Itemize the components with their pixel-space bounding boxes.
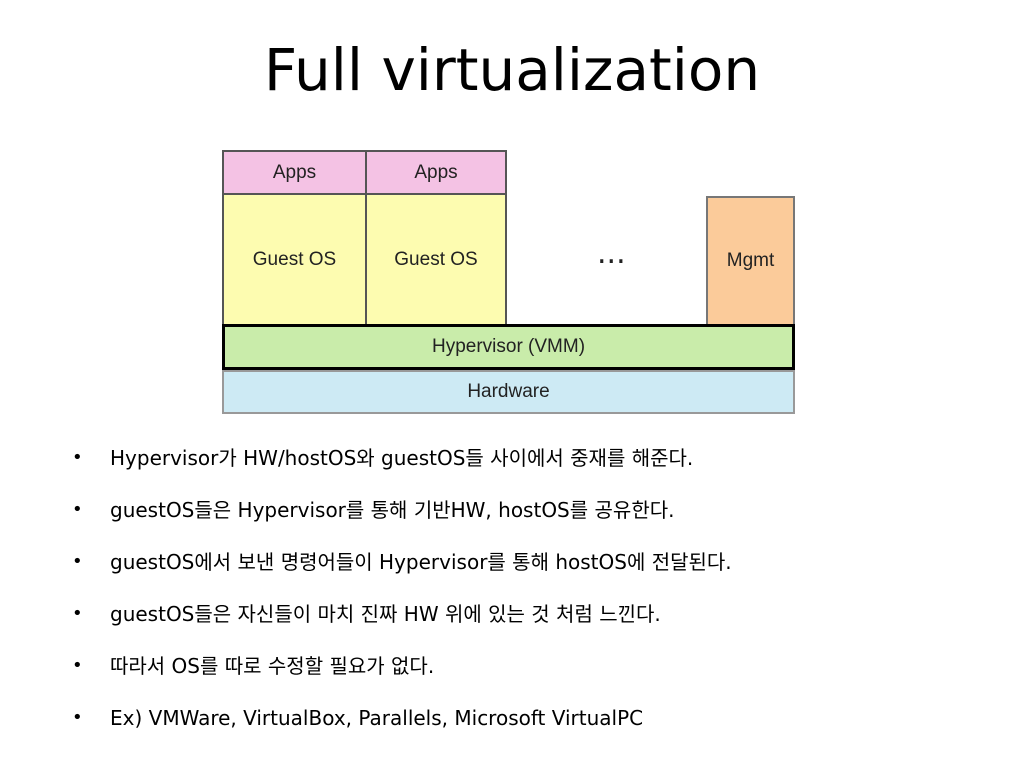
hypervisor-box: Hypervisor (VMM) [222, 324, 795, 370]
guest-os-box-1: Guest OS [222, 193, 367, 326]
bullet-item: guestOS들은 자신들이 마치 진짜 HW 위에 있는 것 처럼 느낀다. [72, 601, 732, 653]
more-vms-ellipsis: ... [597, 236, 626, 271]
mgmt-box: Mgmt [706, 196, 795, 326]
guest-os-box-2: Guest OS [365, 193, 507, 326]
apps-box-2: Apps [365, 150, 507, 195]
bullet-list: Hypervisor가 HW/hostOS와 guestOS들 사이에서 중재를… [72, 445, 732, 757]
slide-title: Full virtualization [263, 36, 761, 104]
bullet-item: guestOS들은 Hypervisor를 통해 기반HW, hostOS를 공… [72, 497, 732, 549]
bullet-item: Hypervisor가 HW/hostOS와 guestOS들 사이에서 중재를… [72, 445, 732, 497]
hardware-box: Hardware [222, 370, 795, 414]
bullet-item: 따라서 OS를 따로 수정할 필요가 없다. [72, 653, 732, 705]
bullet-item: Ex) VMWare, VirtualBox, Parallels, Micro… [72, 705, 732, 757]
apps-box-1: Apps [222, 150, 367, 195]
bullet-item: guestOS에서 보낸 명령어들이 Hypervisor를 통해 hostOS… [72, 549, 732, 601]
